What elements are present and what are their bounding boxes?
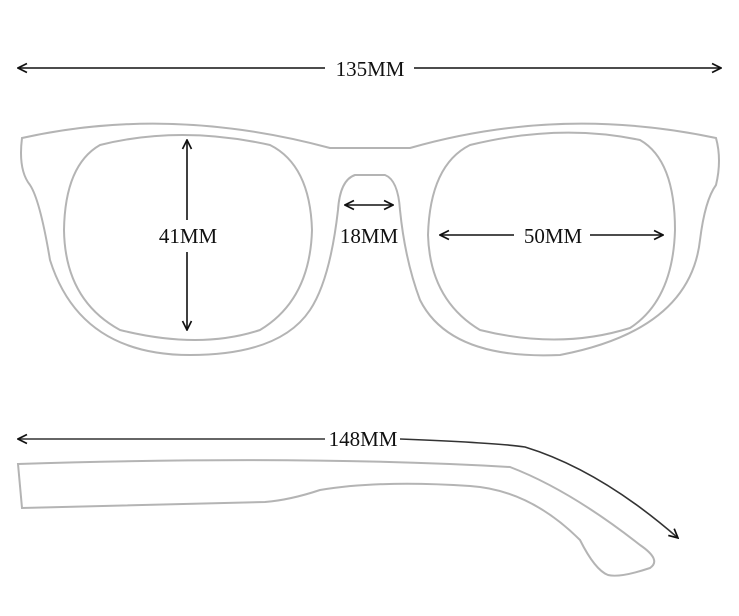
lens-height-label: 41MM: [159, 224, 218, 248]
frame-outline: [20, 122, 720, 357]
lens-width-label: 50MM: [524, 224, 583, 248]
temple-length-arrow-right: [399, 438, 678, 538]
bridge-width-label: 18MM: [340, 224, 399, 248]
temple-outline: [16, 459, 656, 577]
left-lens-outline: [62, 134, 314, 341]
frame-width-label: 135MM: [336, 57, 405, 81]
temple-length-label: 148MM: [329, 427, 398, 451]
right-lens-outline: [426, 131, 677, 341]
